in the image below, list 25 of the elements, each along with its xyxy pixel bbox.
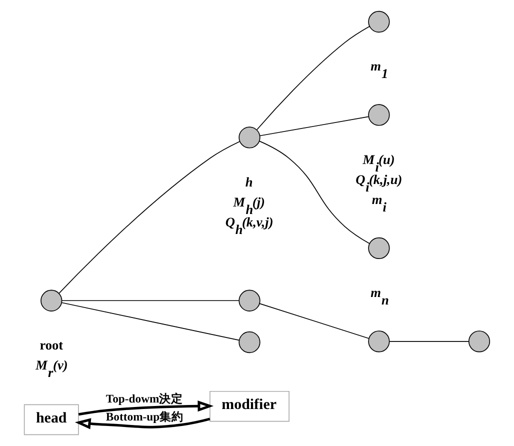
connector — [58, 141, 240, 294]
node-circle — [40, 290, 62, 312]
node-circle — [368, 10, 390, 33]
connector — [260, 116, 369, 136]
node-box: head — [24, 404, 79, 436]
node-circle — [368, 237, 390, 259]
node-circle — [238, 290, 260, 312]
connector — [61, 302, 240, 341]
node-label: h — [245, 174, 253, 190]
connector — [256, 26, 370, 130]
node-circle — [238, 331, 260, 354]
connector — [389, 341, 470, 342]
node-circle — [468, 330, 490, 352]
connector — [259, 140, 370, 244]
arrow — [74, 418, 210, 430]
node-circle — [238, 126, 260, 148]
node-label: root — [40, 338, 64, 353]
arrow — [78, 400, 214, 416]
edge-label: Top-dowm決定 — [106, 392, 184, 406]
node-circle — [368, 330, 390, 352]
node-circle — [368, 104, 390, 126]
edge-label: Bottom-up集約 — [106, 410, 184, 424]
connector — [259, 303, 370, 339]
connector — [62, 300, 240, 302]
node-box: modifier — [210, 390, 290, 422]
